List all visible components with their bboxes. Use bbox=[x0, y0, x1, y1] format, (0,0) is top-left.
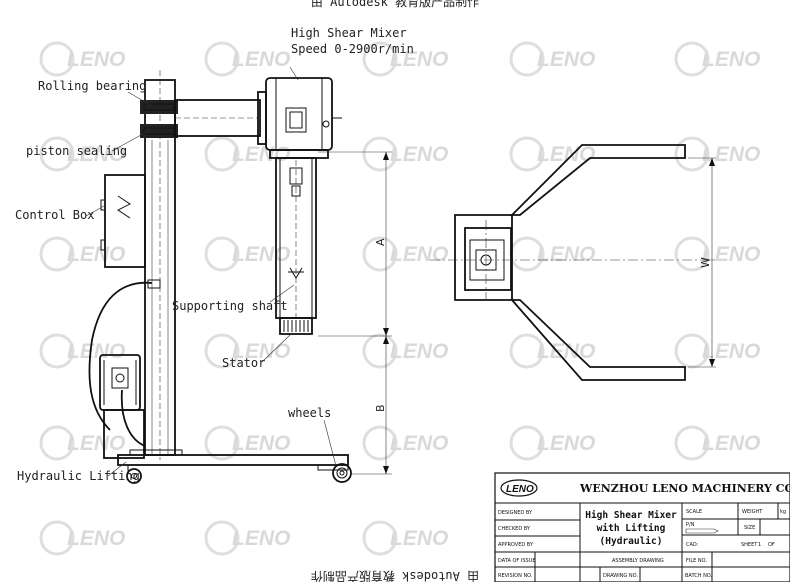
weight-unit: kg bbox=[780, 509, 786, 515]
size-label: SIZE bbox=[744, 525, 755, 531]
watermark-text: LENO bbox=[67, 527, 125, 550]
date-of-issue-label: DATA OF ISSUE bbox=[498, 558, 536, 564]
watermark-text: LENO bbox=[67, 143, 125, 166]
drawing-title-line1: High Shear Mixer bbox=[585, 510, 677, 521]
watermark-text: LENO bbox=[702, 432, 760, 455]
watermark-text: LENO bbox=[537, 432, 595, 455]
top-view-lower-leg bbox=[510, 299, 686, 381]
supporting-shaft-label: Supporting shaft bbox=[172, 299, 288, 313]
designed-by-label: DESIGNED BY bbox=[498, 510, 533, 516]
dimension-w-label: W bbox=[699, 257, 712, 268]
top-view-motor bbox=[464, 227, 512, 291]
watermark-text: LENO bbox=[537, 143, 595, 166]
watermark-text: LENO bbox=[390, 243, 448, 266]
checked-by-label: CHECKED BY bbox=[498, 526, 531, 532]
logo-text: LENO bbox=[506, 484, 534, 495]
leader-lines bbox=[85, 66, 337, 477]
header-fragment: 由 Autodesk 教育版产品制作 bbox=[311, 0, 479, 9]
piston-seal-block bbox=[140, 124, 178, 138]
watermark-text: LENO bbox=[232, 143, 290, 166]
watermark-text: LENO bbox=[390, 432, 448, 455]
mixer-name-label: High Shear Mixer bbox=[291, 26, 407, 40]
rolling-bearing-label: Rolling bearing bbox=[38, 79, 146, 93]
speed-label: Speed 0-2900r/min bbox=[291, 42, 414, 56]
wheels-label: wheels bbox=[288, 406, 331, 420]
top-view-column-plate bbox=[454, 214, 513, 301]
dimension-a-label: A bbox=[374, 238, 387, 246]
approved-by-label: APPROVED BY bbox=[498, 542, 534, 548]
hydraulic-hose bbox=[88, 281, 153, 431]
assembly-drawing-label: ASSEMBLY DRAWING bbox=[612, 558, 664, 564]
watermark-text: LENO bbox=[390, 48, 448, 71]
piston-sealing-label: piston sealing bbox=[26, 144, 127, 158]
watermark-text: LENO bbox=[702, 48, 760, 71]
stator-label: Stator bbox=[222, 356, 265, 370]
watermark-text: LENO bbox=[232, 527, 290, 550]
watermark-text: LENO bbox=[232, 432, 290, 455]
control-box bbox=[104, 174, 146, 268]
footer-fragment: 由 Autodesk 教育版产品制作 bbox=[311, 569, 479, 582]
watermark-text: LENO bbox=[67, 243, 125, 266]
sheet-label: SHEET bbox=[741, 542, 758, 548]
file-no-label: FILE NO. bbox=[686, 558, 707, 564]
company-name: WENZHOU LENO MACHINERY CO.,LTD bbox=[579, 482, 790, 495]
drawing-title-line2: with Lifting bbox=[597, 523, 666, 534]
control-box-label: Control Box bbox=[15, 208, 94, 222]
stator bbox=[279, 317, 313, 335]
oil-tank bbox=[103, 409, 145, 459]
watermark-text: LENO bbox=[232, 48, 290, 71]
rear-wheel bbox=[126, 468, 142, 484]
watermark-text: LENO bbox=[67, 48, 125, 71]
watermark-text: LENO bbox=[232, 243, 290, 266]
weight-label: WEIGHT bbox=[742, 509, 763, 515]
watermark-text: LENO bbox=[390, 340, 448, 363]
title-block: LENO WENZHOU LENO MACHINERY CO.,LTD DESI… bbox=[494, 472, 790, 582]
pn-label: P/N bbox=[686, 522, 695, 528]
cad-label: CAD: bbox=[686, 542, 699, 548]
batch-no-label: BATCH NO. bbox=[685, 573, 713, 579]
watermark-text: LENO bbox=[67, 432, 125, 455]
watermark-text: LENO bbox=[537, 48, 595, 71]
watermark-text: LENO bbox=[232, 340, 290, 363]
mobile-base bbox=[117, 454, 349, 466]
watermark-text: LENO bbox=[702, 340, 760, 363]
watermark-text: LENO bbox=[390, 143, 448, 166]
hydraulic-lifting-label: Hydraulic Lifting bbox=[17, 469, 140, 483]
drawing-title-line3: (Hydraulic) bbox=[600, 536, 663, 547]
watermark-text: LENO bbox=[537, 243, 595, 266]
top-view: W bbox=[430, 144, 716, 381]
leno-logo bbox=[500, 479, 538, 497]
watermark-text: LENO bbox=[702, 143, 760, 166]
watermark-text: LENO bbox=[67, 340, 125, 363]
revision-no-label: REVISION NO. bbox=[498, 573, 533, 579]
sheet-number: 1 bbox=[758, 542, 761, 548]
sheet-of-label: OF bbox=[768, 542, 775, 548]
top-view-upper-leg bbox=[509, 144, 686, 216]
side-view: A B bbox=[88, 70, 392, 484]
front-wheel bbox=[332, 463, 352, 483]
drawing-no-label: DRAWING NO. bbox=[603, 573, 638, 579]
watermark-text: LENO bbox=[702, 243, 760, 266]
watermark-text: LENO bbox=[390, 527, 448, 550]
scale-label: SCALE bbox=[686, 509, 702, 515]
callouts: High Shear Mixer Speed 0-2900r/min Rolli… bbox=[15, 26, 414, 483]
dimension-b-label: B bbox=[374, 404, 387, 412]
